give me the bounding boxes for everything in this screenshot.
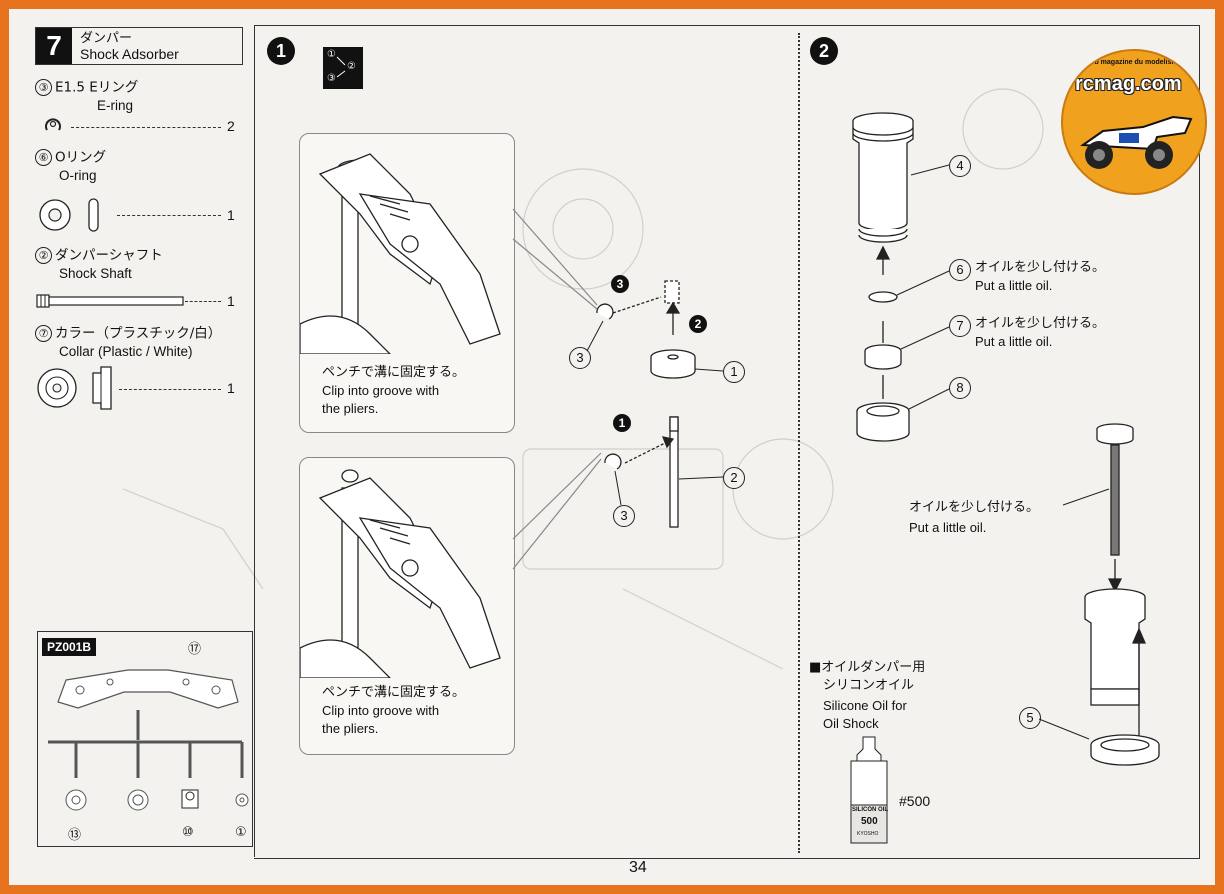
callout-pointers bbox=[512, 208, 602, 570]
sprue-part-label: ⑬ bbox=[68, 827, 82, 842]
oil-note-3-jp: オイルを少し付ける。 bbox=[909, 500, 1040, 515]
oil-note-3-en: Put a little oil. bbox=[909, 520, 987, 535]
silicone-oil-bottle: SILICON OIL 500 KYOSHO bbox=[847, 735, 891, 847]
step-header: 7 ダンパー Shock Adsorber bbox=[35, 27, 243, 65]
substep-2-badge: 2 bbox=[689, 315, 707, 333]
silicone-oil-grade: #500 bbox=[899, 793, 931, 809]
step-title-jp: ダンパー bbox=[80, 31, 133, 46]
part-name-jp: Oリング bbox=[55, 149, 107, 166]
step-2-assembly bbox=[852, 112, 1160, 766]
callout-text-jp: ペンチで溝に固定する。 bbox=[322, 685, 466, 700]
o-ring-icon bbox=[39, 198, 99, 232]
sprue-box: PZ001B ⑰ ⑬ ⑩ ① bbox=[37, 631, 253, 847]
substep-1-badge: 1 bbox=[613, 414, 631, 432]
callout-text-en2: the pliers. bbox=[322, 721, 379, 736]
label-collar: 7 bbox=[949, 315, 971, 337]
step-1-assembly bbox=[596, 280, 696, 528]
oil-note-1-jp: オイルを少し付ける。 bbox=[975, 260, 1106, 275]
part-number: ⑥ bbox=[35, 149, 52, 166]
part-name-jp: カラー（プラスチック/白） bbox=[55, 325, 222, 342]
sprue-part-label: ① bbox=[235, 824, 247, 839]
part-name-jp: E1.5 Eリング bbox=[55, 79, 139, 96]
part-collar-en: Collar (Plastic / White) bbox=[59, 344, 193, 359]
bottle-icon bbox=[850, 736, 888, 844]
sprue-label: PZ001B bbox=[42, 638, 97, 656]
step-number: 7 bbox=[36, 28, 72, 64]
part-qty: 1 bbox=[227, 293, 235, 309]
label-leaders-step1 bbox=[586, 320, 724, 506]
bottle-label-text: SILICON OIL bbox=[852, 807, 888, 813]
step-2-badge: 2 bbox=[810, 37, 838, 65]
leader-line bbox=[71, 127, 221, 128]
rcmag-watermark: Le web magazine du modelisme rcmag.com bbox=[1061, 49, 1207, 195]
label-eclip-bottom: 3 bbox=[613, 505, 635, 527]
watermark-logo-text: rcmag.com bbox=[1075, 73, 1182, 95]
sequence-arrows bbox=[336, 56, 346, 78]
label-cap: 8 bbox=[949, 377, 971, 399]
label-piston: 1 bbox=[723, 361, 745, 383]
rc-car-icon bbox=[1080, 115, 1193, 169]
part-qty: 1 bbox=[227, 207, 235, 223]
part-name-jp: ダンパーシャフト bbox=[55, 247, 163, 264]
oil-note-2-jp: オイルを少し付ける。 bbox=[975, 316, 1106, 331]
silicone-oil-en2: Oil Shock bbox=[823, 716, 879, 731]
pliers-illustration bbox=[300, 153, 501, 354]
part-qty: 1 bbox=[227, 380, 235, 396]
label-eclip-top: 3 bbox=[569, 347, 591, 369]
part-number: ⑦ bbox=[35, 325, 52, 342]
callout-text-en1: Clip into groove with bbox=[322, 703, 440, 718]
sprue-part-label: ⑩ bbox=[182, 824, 194, 839]
leader-line bbox=[185, 301, 221, 302]
page-number: 34 bbox=[629, 859, 647, 876]
label-cylinder: 4 bbox=[949, 155, 971, 177]
substep-3-badge: 3 bbox=[611, 275, 629, 293]
callout-text-en1: Clip into groove with bbox=[322, 383, 440, 398]
pliers-illustration bbox=[300, 469, 501, 678]
silicone-oil-subtitle-jp: シリコンオイル bbox=[823, 678, 915, 693]
bottle-label-grade: 500 bbox=[861, 816, 878, 827]
part-e-ring-en: E-ring bbox=[97, 98, 134, 113]
watermark-tagline: Le web magazine du modelisme bbox=[1075, 59, 1182, 66]
sequence-label: ② bbox=[347, 61, 356, 72]
shock-shaft-icon bbox=[36, 294, 184, 308]
label-bottom-cap: 5 bbox=[1019, 707, 1041, 729]
oil-note-2-en: Put a little oil. bbox=[975, 334, 1053, 349]
sprue-drawing bbox=[48, 669, 249, 811]
silicone-oil-en1: Silicone Oil for bbox=[823, 698, 907, 713]
leader-line bbox=[117, 215, 221, 216]
label-leaders-step2 bbox=[896, 164, 1110, 740]
bottle-brand: KYOSHO bbox=[857, 831, 879, 837]
sprue-part-label: ⑰ bbox=[188, 641, 202, 656]
part-qty: 2 bbox=[227, 118, 235, 134]
part-shaft-en: Shock Shaft bbox=[59, 266, 132, 281]
step-divider bbox=[798, 33, 800, 853]
label-oring: 6 bbox=[949, 259, 971, 281]
sequence-123-icon: ① ② ③ bbox=[323, 47, 363, 89]
leader-line bbox=[119, 389, 221, 390]
step-title-en: Shock Adsorber bbox=[80, 46, 179, 62]
silicone-oil-title-jp: ■オイルダンパー用 bbox=[809, 660, 926, 675]
part-number: ③ bbox=[35, 79, 52, 96]
pliers-callout-top: ペンチで溝に固定する。 Clip into groove with the pl… bbox=[299, 133, 515, 433]
e-ring-icon bbox=[45, 118, 61, 131]
main-frame-left bbox=[254, 25, 255, 857]
callout-text-en2: the pliers. bbox=[322, 401, 379, 416]
callout-text-jp: ペンチで溝に固定する。 bbox=[322, 365, 466, 380]
main-frame bbox=[254, 25, 1200, 859]
pliers-callout-bottom: ペンチで溝に固定する。 Clip into groove with the pl… bbox=[299, 457, 515, 755]
sequence-label: ① bbox=[327, 49, 336, 60]
oil-note-1-en: Put a little oil. bbox=[975, 278, 1053, 293]
background-faded-illustration bbox=[122, 88, 1044, 669]
part-number: ② bbox=[35, 247, 52, 264]
sequence-label: ③ bbox=[327, 73, 336, 84]
step-1-badge: 1 bbox=[267, 37, 295, 65]
collar-icon bbox=[37, 366, 112, 410]
label-shaft: 2 bbox=[723, 467, 745, 489]
part-o-ring-en: O-ring bbox=[59, 168, 97, 183]
